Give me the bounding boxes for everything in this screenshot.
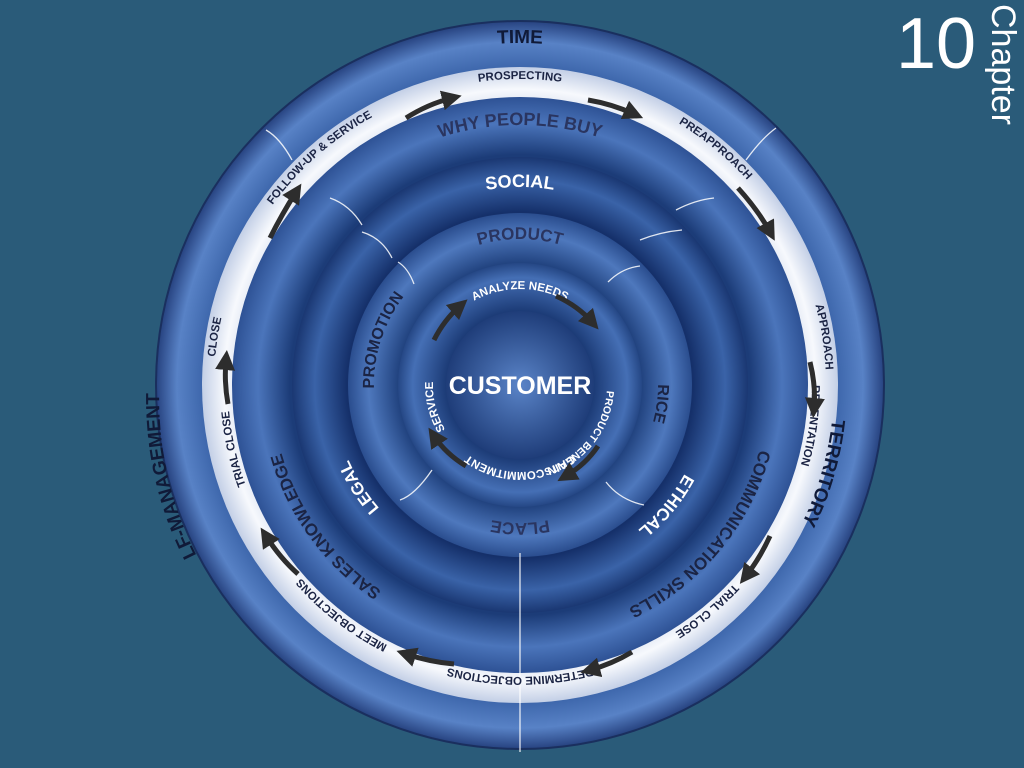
arrow-icon xyxy=(557,444,601,482)
customer-label: CUSTOMER xyxy=(449,372,592,400)
arrow-icon xyxy=(267,183,302,240)
step-prospecting: PROSPECTING xyxy=(477,70,563,85)
arrow-icon xyxy=(215,350,236,405)
ring-dividers xyxy=(265,127,777,752)
arrow-icon xyxy=(431,299,468,342)
arrow-icon xyxy=(736,186,775,241)
arrow-icon xyxy=(554,293,599,330)
process-arrows xyxy=(215,90,825,678)
arrow-icon xyxy=(428,427,468,469)
arrow-icon xyxy=(260,527,300,576)
arrow-icon xyxy=(396,647,455,667)
place-label: PLACE xyxy=(489,516,551,538)
customer-core xyxy=(446,311,594,459)
chapter-label: Chapter xyxy=(984,4,1022,125)
chapter-number: 10 xyxy=(896,4,977,84)
social-label: SOCIAL xyxy=(484,171,556,194)
arrow-icon xyxy=(739,534,773,584)
arrow-icon xyxy=(580,649,634,678)
arrow-icon xyxy=(404,90,462,121)
arrow-icon xyxy=(804,361,825,418)
arrow-icon xyxy=(587,97,644,119)
time-label: TIME xyxy=(497,27,544,49)
inner-cycle-arrows xyxy=(428,293,601,482)
